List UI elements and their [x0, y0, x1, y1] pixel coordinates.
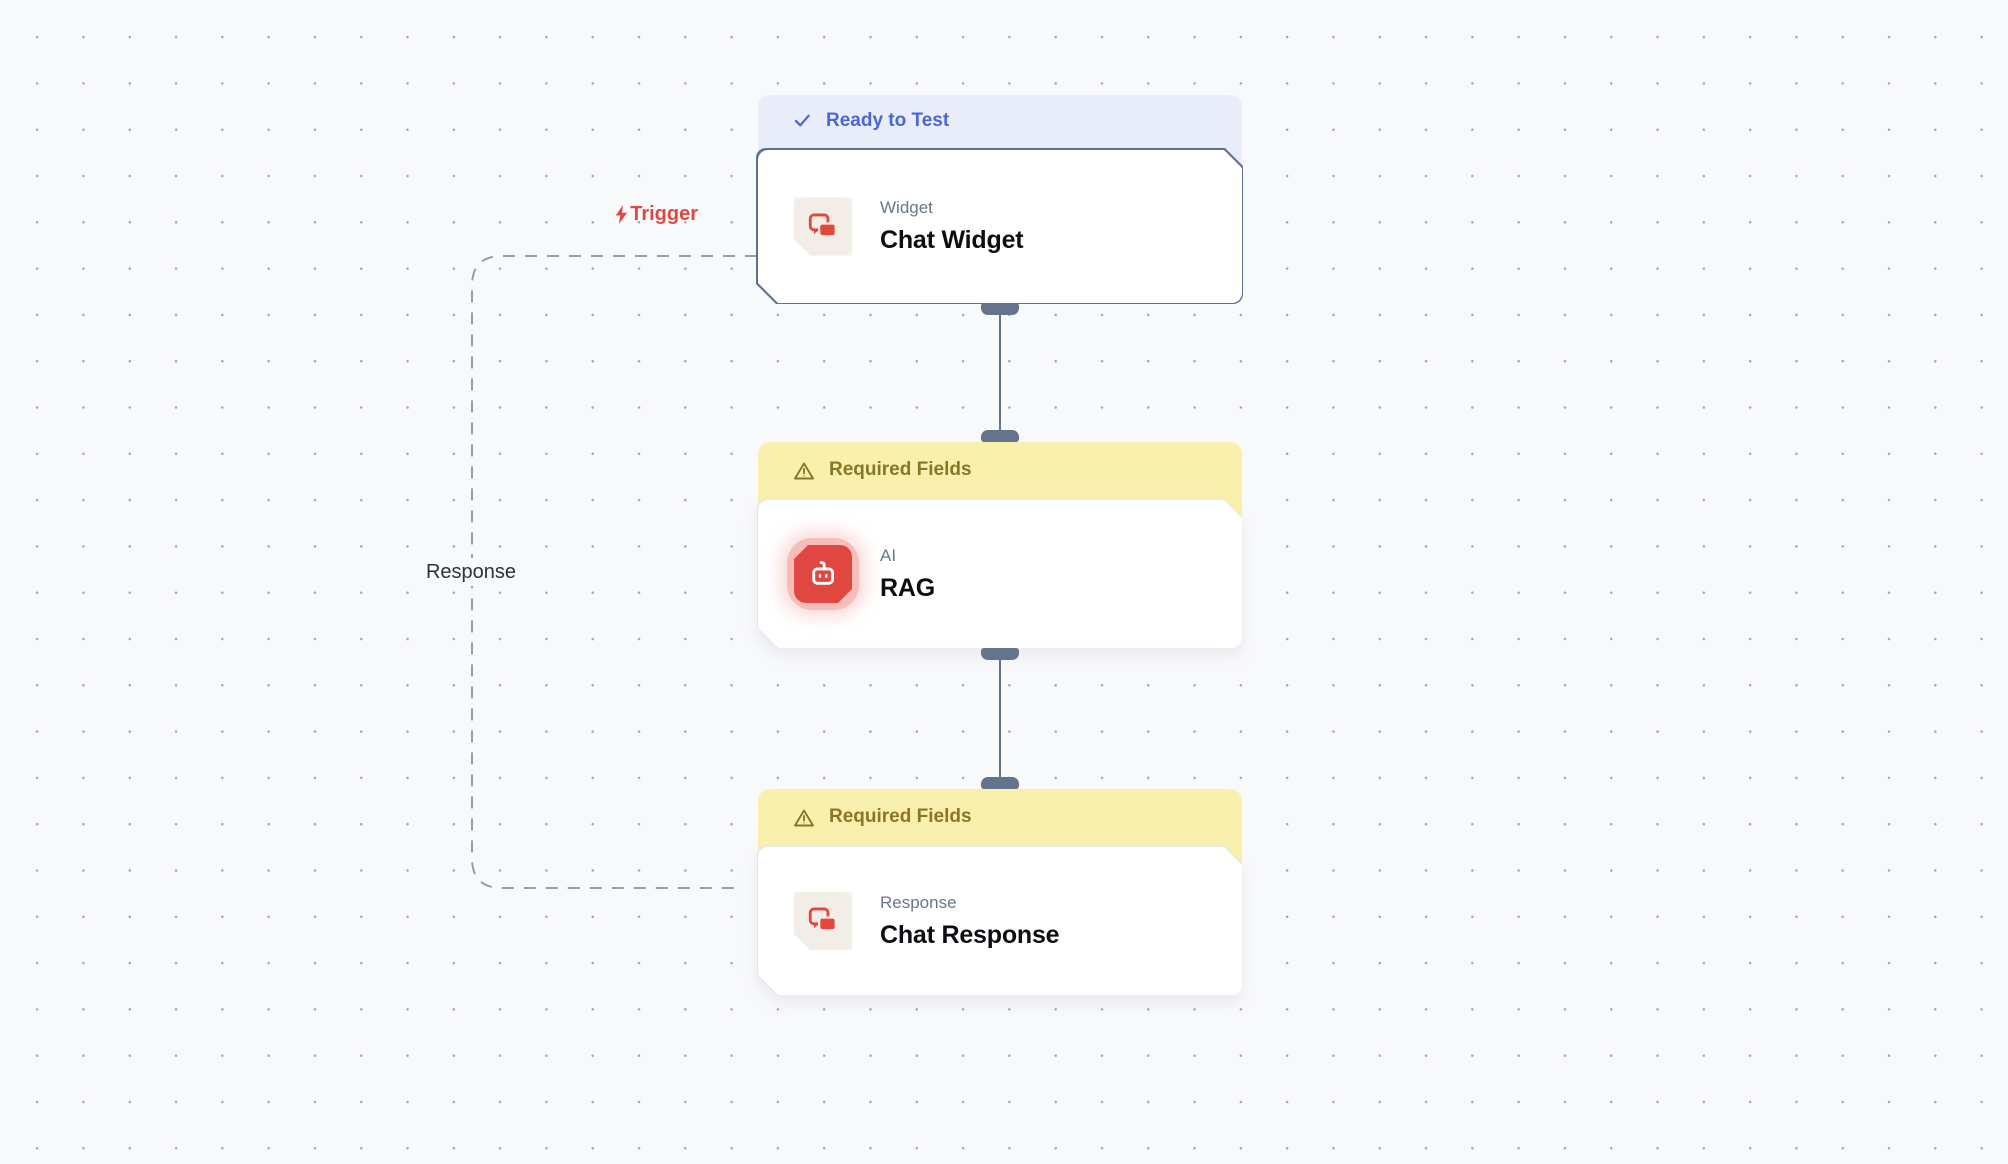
rag-input-handle[interactable] — [981, 430, 1019, 442]
node-chat-response[interactable]: Required Fields Response Chat Response — [758, 789, 1242, 995]
chat-widget-card[interactable]: Widget Chat Widget — [758, 150, 1242, 303]
node-title: Chat Widget — [880, 226, 1024, 254]
chat-widget-output-handle[interactable] — [981, 303, 1019, 315]
chat-response-card[interactable]: Response Chat Response — [758, 847, 1242, 995]
rag-output-handle[interactable] — [981, 648, 1019, 660]
status-badge-label: Required Fields — [829, 459, 972, 480]
warning-icon — [792, 459, 816, 483]
node-rag[interactable]: Required Fields AI RAG — [758, 442, 1242, 648]
rag-card[interactable]: AI RAG — [758, 500, 1242, 648]
chat-bubbles-icon — [794, 892, 852, 950]
node-category: AI — [880, 545, 897, 565]
warning-icon — [792, 806, 816, 830]
node-title: Chat Response — [880, 920, 1060, 949]
lightning-icon — [614, 204, 629, 224]
status-badge-label: Required Fields — [829, 806, 972, 827]
node-chat-widget[interactable]: Ready to Test Widget Chat Widget — [758, 95, 1242, 303]
node-title: RAG — [880, 573, 935, 602]
edge-rag-to-response — [999, 653, 1001, 783]
chat-response-input-handle[interactable] — [981, 777, 1019, 789]
edge-widget-to-rag — [999, 308, 1001, 436]
check-icon — [792, 110, 813, 131]
trigger-edge-label: Trigger — [588, 202, 698, 226]
status-badge-label: Ready to Test — [826, 110, 950, 131]
chat-bubbles-icon — [794, 198, 852, 256]
robot-icon — [794, 545, 852, 603]
response-edge-label: Response — [414, 558, 528, 586]
node-category: Widget — [880, 198, 933, 217]
node-category: Response — [880, 892, 957, 912]
